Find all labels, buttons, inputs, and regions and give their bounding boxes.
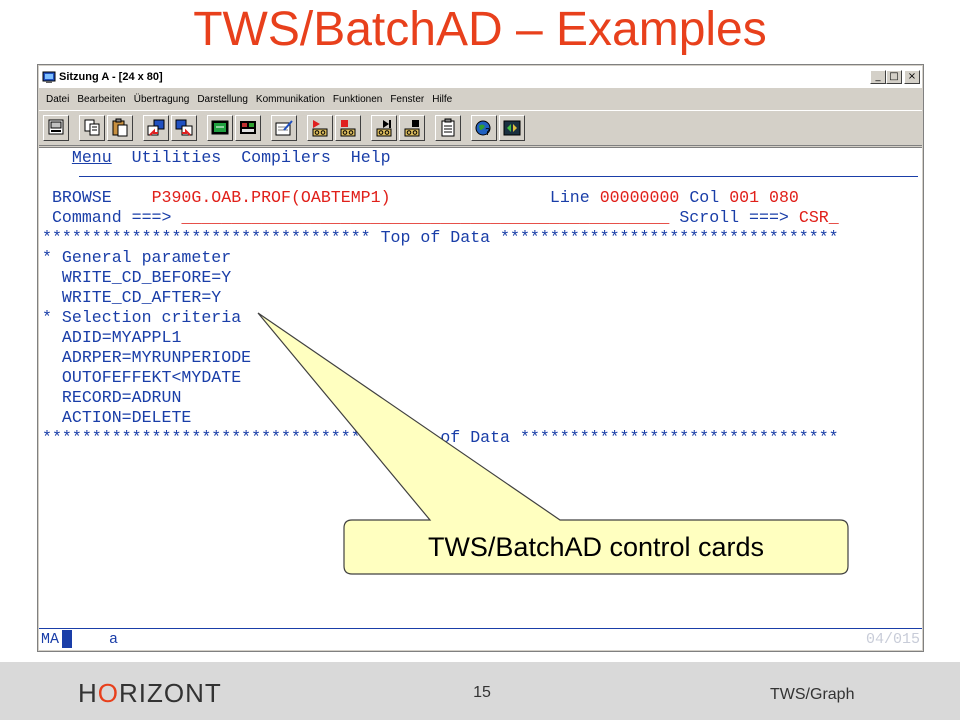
play-macro-button[interactable] — [371, 115, 397, 141]
clipboard-button[interactable] — [435, 115, 461, 141]
print-button[interactable] — [43, 115, 69, 141]
col-label: Col — [689, 188, 720, 207]
copy-button[interactable] — [79, 115, 105, 141]
data-line[interactable]: ADID=MYAPPL1 — [42, 328, 182, 347]
menu-uebertragung[interactable]: Übertragung — [133, 93, 190, 105]
data-line[interactable]: * General parameter — [42, 248, 232, 267]
stop-macro-button[interactable] — [335, 115, 361, 141]
horizont-logo: HORIZONT — [78, 678, 222, 708]
edit-icon — [275, 120, 293, 136]
maximize-button[interactable]: □ — [886, 70, 902, 84]
display-setup-icon — [211, 120, 229, 135]
top-of-data: ********************************* Top of… — [42, 228, 839, 247]
col-value: 001 080 — [729, 188, 799, 207]
clipboard-icon — [441, 118, 455, 137]
page-number: 15 — [473, 684, 491, 701]
dataset-name: P390G.OAB.PROF(OABTEMP1) — [151, 188, 391, 207]
data-line[interactable]: ADRPER=MYRUNPERIODE — [42, 348, 252, 367]
slide-title: TWS/BatchAD – Examples — [193, 3, 767, 56]
browse-header: BROWSE P390G.OAB.PROF(OABTEMP1) Line 000… — [42, 188, 799, 208]
line-label: Line — [549, 188, 590, 207]
stop-macro-icon — [340, 120, 356, 137]
receive-file-icon — [175, 119, 193, 136]
scroll-input[interactable]: CSR_ — [798, 208, 839, 227]
about-icon — [503, 120, 521, 136]
status-separator — [39, 628, 922, 629]
ispf-menu-menu[interactable]: Menu — [71, 148, 112, 167]
pause-macro-icon — [404, 120, 420, 137]
minimize-button[interactable]: _ — [870, 70, 886, 84]
ispf-menu: Menu Utilities Compilers Help — [42, 148, 391, 168]
paste-icon — [112, 118, 128, 137]
bottom-of-data: ******************************** Bottom … — [42, 428, 839, 447]
browse-label: BROWSE — [51, 188, 112, 207]
data-line[interactable]: * Selection criteria — [42, 308, 242, 327]
menu-kommunikation[interactable]: Kommunikation — [255, 93, 325, 105]
paste-button[interactable] — [107, 115, 133, 141]
menu-separator — [79, 176, 918, 177]
data-line[interactable]: ACTION=DELETE — [42, 408, 192, 427]
record-macro-button[interactable] — [307, 115, 333, 141]
keyboard-lock-indicator — [62, 630, 72, 648]
close-button[interactable]: × — [904, 70, 920, 84]
print-icon — [48, 119, 64, 135]
menu-funktionen[interactable]: Funktionen — [332, 93, 383, 105]
slide-footer: HORIZONT 15 TWS/Graph — [0, 662, 960, 720]
callout-text: TWS/BatchAD control cards — [427, 532, 765, 562]
menu-fenster[interactable]: Fenster — [390, 93, 425, 105]
status-mode: MA — [41, 631, 60, 648]
edit-button[interactable] — [271, 115, 297, 141]
send-file-button[interactable] — [143, 115, 169, 141]
send-file-icon — [147, 119, 165, 136]
copy-icon — [84, 119, 100, 136]
menu-datei[interactable]: Datei — [46, 93, 70, 105]
status-session: a — [109, 631, 119, 648]
ispf-menu-compilers[interactable]: Compilers — [241, 148, 331, 167]
window-titlebar[interactable]: Sitzung A - [24 x 80] _ □ × — [39, 66, 922, 88]
cursor-position: 04/015 — [865, 631, 920, 648]
command-label: Command ===> — [51, 208, 172, 227]
svg-text:?: ? — [485, 127, 490, 138]
keypad-button[interactable] — [235, 115, 261, 141]
menu-darstellung[interactable]: Darstellung — [197, 93, 248, 105]
keypad-icon — [240, 121, 256, 134]
help-globe-icon: ? — [475, 120, 491, 138]
terminal-screen[interactable]: Menu Utilities Compilers Help BROWSE P39… — [39, 147, 922, 650]
record-macro-icon — [312, 120, 328, 137]
menu-bearbeiten[interactable]: Bearbeiten — [77, 93, 126, 105]
about-button[interactable] — [499, 115, 525, 141]
help-globe-button[interactable]: ? — [471, 115, 497, 141]
data-line[interactable]: OUTOFEFFEKT<MYDATE — [42, 368, 242, 387]
pause-macro-button[interactable] — [399, 115, 425, 141]
command-line: Command ===> ___________________________… — [42, 208, 839, 228]
data-line[interactable]: WRITE_CD_AFTER=Y — [42, 288, 222, 307]
ispf-menu-help[interactable]: Help — [350, 148, 391, 167]
toolbar: ? — [39, 110, 922, 146]
menu-hilfe[interactable]: Hilfe — [432, 93, 453, 105]
display-setup-button[interactable] — [207, 115, 233, 141]
ispf-menu-utilities[interactable]: Utilities — [131, 148, 222, 167]
scroll-label: Scroll ===> — [679, 208, 789, 227]
data-line[interactable]: WRITE_CD_BEFORE=Y — [42, 268, 232, 287]
line-value: 00000000 — [599, 188, 680, 207]
data-line[interactable]: RECORD=ADRUN — [42, 388, 182, 407]
command-input[interactable]: ________________________________________… — [181, 208, 670, 227]
status-bar: MA a 04/015 — [39, 628, 922, 650]
session-icon — [42, 71, 56, 83]
window-title: Sitzung A - [24 x 80] — [59, 71, 163, 83]
footer-label: TWS/Graph — [770, 686, 855, 703]
menu-bar: Datei Bearbeiten Übertragung Darstellung… — [39, 88, 922, 110]
play-macro-icon — [376, 120, 392, 137]
receive-file-button[interactable] — [171, 115, 197, 141]
